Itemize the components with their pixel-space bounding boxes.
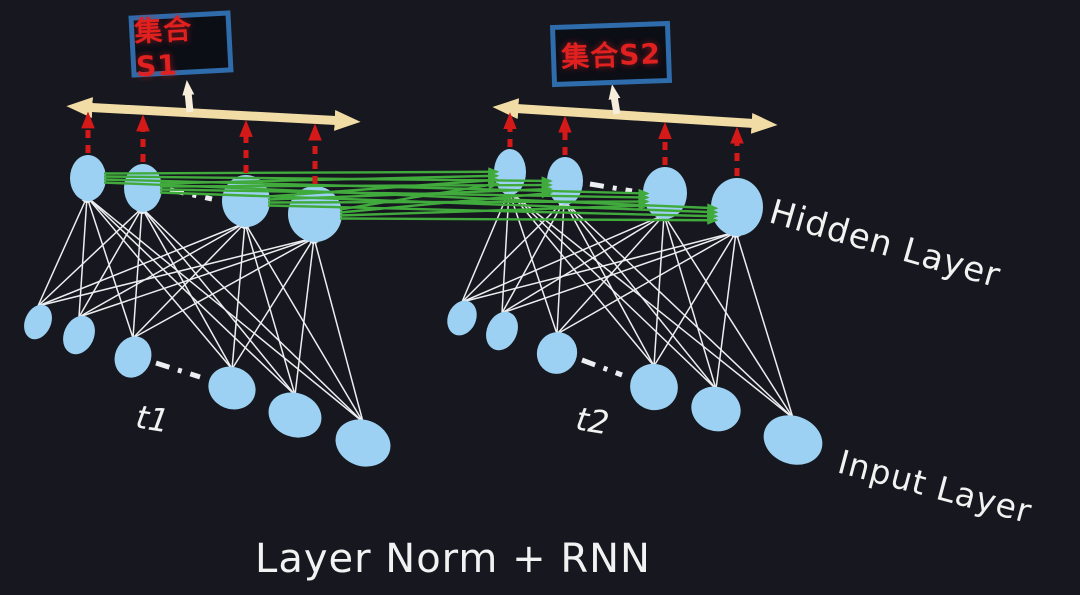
hidden-node [494,149,526,195]
hidden-node [70,155,106,201]
edge-line [662,211,717,390]
input-node [447,300,477,336]
summary-bar [66,97,361,131]
recurrent-layer [103,167,719,225]
edge-line [132,204,146,339]
bars-layer [66,97,778,134]
edge-line [653,229,738,367]
edge-line [37,193,89,307]
set-s1-label: 集合S1 [133,11,194,83]
edge-line [461,198,567,303]
edge-line [139,205,364,423]
recurrent-arrow [339,215,719,225]
edge-line [37,205,145,307]
recurrent-arrow [339,201,650,217]
ellipsis-dots [169,187,213,202]
edge-line [140,204,233,370]
edge-line [84,194,296,396]
recurrent-arrow [267,175,500,198]
input-node [486,311,518,351]
edge-line [561,198,794,419]
edge-line [562,197,655,367]
edge-line [715,228,739,390]
nodes-layer [24,149,823,467]
ellipsis-layer [155,181,633,380]
input-node [536,332,578,374]
edge-line [501,197,566,314]
edge-line [139,205,296,396]
up-arrows-layer [182,80,621,115]
hidden-node [288,186,342,242]
set-s2-box: 集合S2 [549,20,673,88]
edge-line [37,221,249,307]
edge-line [85,193,134,339]
edge-line [461,213,668,303]
bar-to-box-arrow [182,80,195,113]
hidden-node [711,178,763,236]
edge-line [506,188,794,419]
set-s2-label: 集合S2 [560,37,662,74]
edge-line [78,193,91,318]
input-node [208,366,256,410]
edge-line [78,221,249,318]
recurrent-arrow [339,180,500,211]
input-node [114,336,152,378]
edge-line [556,230,740,335]
caption-title: Layer Norm + RNN [255,536,651,582]
hidden-node [547,157,583,205]
edge-line [243,219,364,423]
input-node [63,315,95,355]
edge-line [662,212,794,419]
edge-line [231,219,249,370]
t1-label: t1 [133,397,172,441]
edge-line [132,236,318,339]
input-node [268,392,322,438]
bar-to-box-arrow [608,84,621,115]
edge-line [461,229,740,303]
input-node [630,363,678,411]
input-node [763,415,823,465]
edge-line [507,187,558,335]
summary-bar [492,98,778,134]
edge-line [78,236,318,318]
recurrent-arrow [159,171,500,185]
edges-layer [37,187,794,423]
edge-line [78,204,144,318]
recurrent-arrow [267,184,553,201]
ellipsis-dots [581,357,623,378]
input-node [691,386,741,432]
edge-line [243,219,296,396]
edge-line [734,228,794,419]
recurrent-arrow [339,189,553,214]
edge-line [556,197,568,335]
edge-line [84,194,233,370]
t2-label: t2 [573,399,612,443]
norm-arrows-layer [81,111,744,184]
hidden-node [124,164,162,212]
edge-line [311,234,364,423]
edge-line [506,188,717,390]
edge-line [84,194,364,423]
edge-line [501,213,667,314]
ellipsis-dots [589,181,633,194]
edge-line [556,212,667,335]
input-node [24,304,52,340]
set-s1-box: 集合S1 [128,10,234,83]
edge-line [501,230,740,314]
edge-line [37,235,318,307]
ellipsis-dots [155,360,201,380]
input-node [335,419,391,467]
recurrent-arrow [103,167,500,177]
